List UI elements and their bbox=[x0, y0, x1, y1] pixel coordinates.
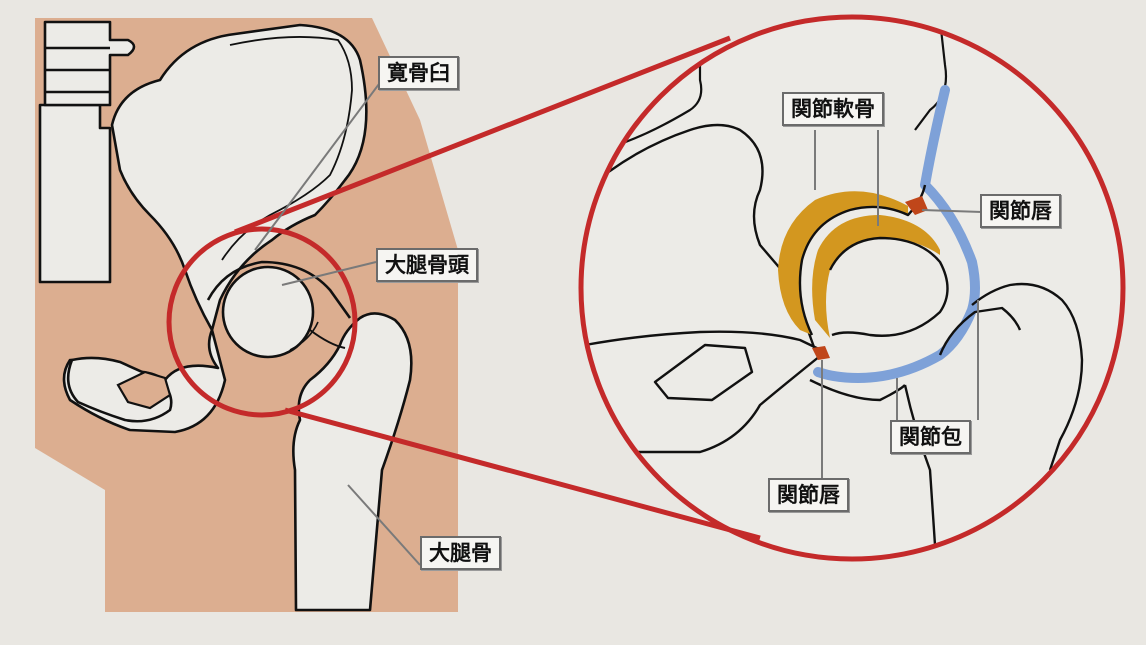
leader-labrum-upper bbox=[921, 209, 983, 213]
small-focus-circle bbox=[166, 226, 358, 418]
femoral-neck-line bbox=[309, 329, 346, 349]
label-femur: 大腿骨 bbox=[420, 536, 501, 570]
label-femoral-head: 大腿骨頭 bbox=[376, 248, 478, 282]
label-articular-cartilage: 関節軟骨 bbox=[782, 92, 884, 126]
acetabulum-rim bbox=[206, 260, 352, 319]
magnified-view-circle bbox=[578, 14, 1126, 562]
leader-femur bbox=[347, 484, 421, 566]
femoral-cartilage bbox=[812, 215, 940, 338]
label-labrum-upper: 関節唇 bbox=[980, 194, 1061, 228]
label-joint-capsule: 関節包 bbox=[890, 420, 971, 454]
pelvis-bone bbox=[62, 23, 368, 434]
zoom-pubis-lines bbox=[584, 330, 827, 454]
zoom-pelvis-lines bbox=[583, 123, 821, 356]
joint-capsule-band bbox=[813, 85, 980, 383]
femoral-head-bone bbox=[221, 265, 315, 359]
zoom-femoral-head bbox=[828, 236, 949, 337]
sacrum-shape bbox=[38, 20, 136, 284]
zoom-obturator bbox=[653, 343, 754, 402]
labrum-lower bbox=[812, 346, 830, 360]
zoom-femur-neck bbox=[938, 306, 1022, 356]
femur-bone bbox=[292, 312, 413, 612]
leader-acetabulum bbox=[254, 79, 383, 251]
zoom-femur bbox=[971, 282, 1084, 471]
zoom-femur-shaft bbox=[809, 378, 906, 402]
label-labrum-lower: 関節唇 bbox=[768, 478, 849, 512]
magnified-view-circle-bg bbox=[581, 17, 1123, 559]
connector-bottom bbox=[284, 407, 761, 541]
connector-top bbox=[234, 35, 731, 235]
leader-lines bbox=[254, 79, 983, 566]
acetabular-cartilage bbox=[778, 191, 908, 335]
label-acetabulum: 寛骨臼 bbox=[378, 56, 459, 90]
leader-femoral-head bbox=[281, 261, 377, 286]
obturator-foramen bbox=[116, 370, 172, 410]
femoral-head-inner bbox=[289, 321, 319, 351]
